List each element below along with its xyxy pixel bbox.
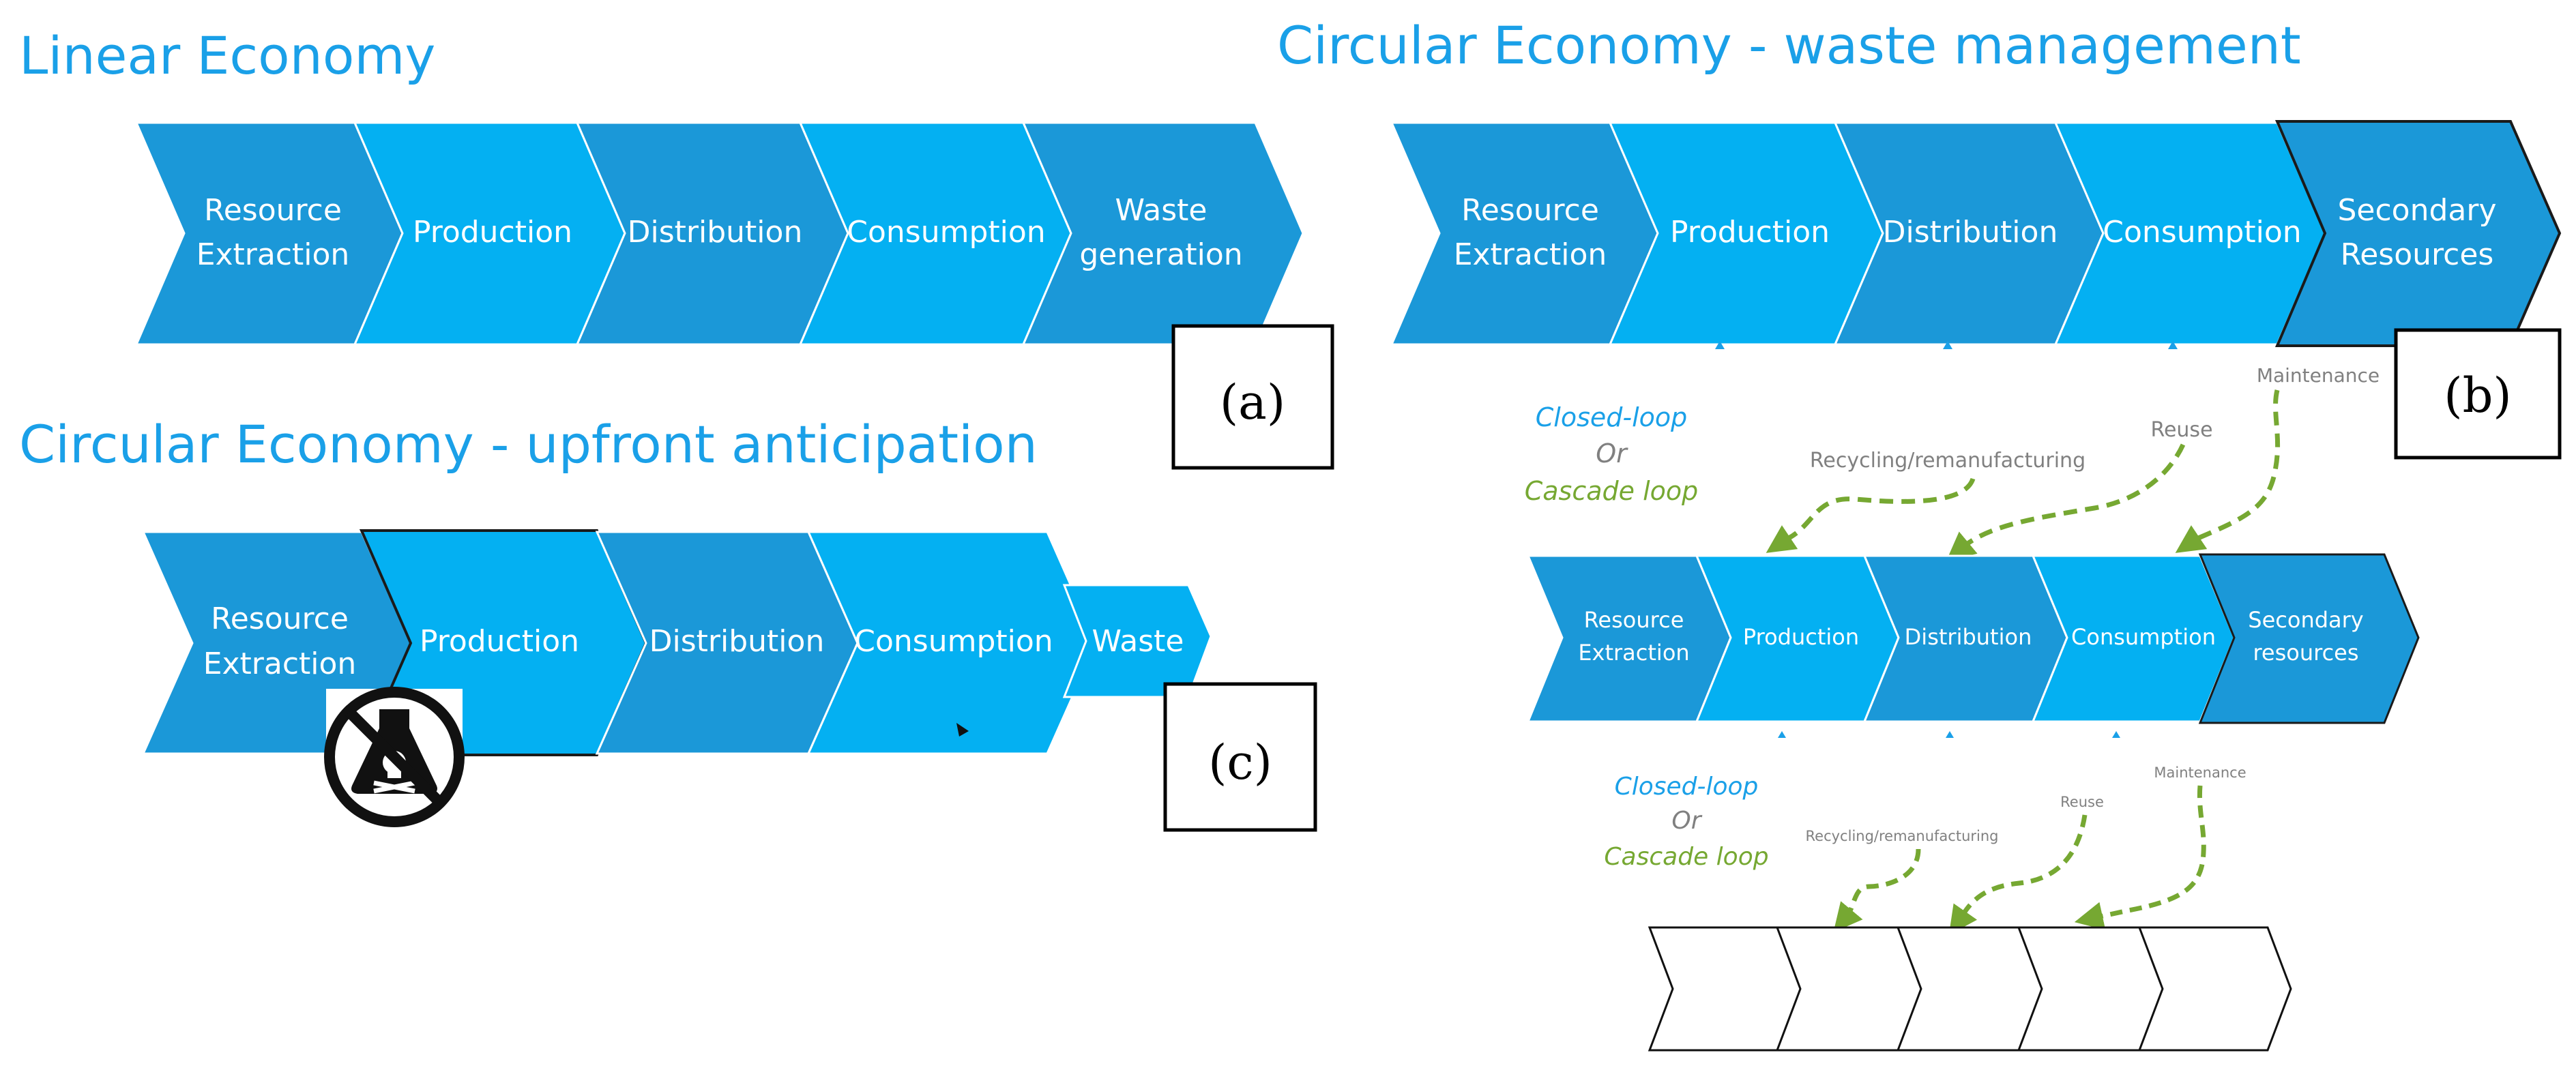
panel-b-step-5-line1: Secondary [2337,193,2496,228]
panel-b-step-resource-extraction [1390,121,1659,346]
panel-b-chain-top: Resource Extraction Production Distribut… [1390,120,2562,347]
panel-b-label-box [2394,328,2562,460]
panel-c-chain: Resource Extraction Production Distribut… [141,529,1212,756]
panel-b-mid-arrow-maintenance [2074,785,2206,930]
no-toxic-chemicals-icon [324,687,465,827]
panel-a-step-5-line1: Waste [1115,193,1208,228]
panel-a-label: (a) [1220,374,1285,430]
panel-b-mid-step-1-line2: Extraction [1578,640,1689,666]
panel-a-step-5-line2: generation [1079,237,1242,272]
panel-b-step-5-line2: Resources [2341,237,2494,272]
panel-a-label-box [1171,324,1334,470]
panel-b-step-1-line2: Extraction [1454,237,1607,272]
panel-b-loop-cascade: Cascade loop [1525,476,1699,506]
panel-b-mid-step-secondary-resources [2198,553,2420,724]
panel-b-mid-loop-or: Or [1671,807,1702,835]
panel-b-mid-step-5-line2: resources [2253,640,2358,666]
panel-b-flow-maintenance: Maintenance [2257,364,2380,387]
panel-c-label-box [1163,682,1317,832]
panel-b-mid-marker-production [1778,731,1786,738]
panel-a-step-1-line1: Resource [204,193,342,228]
panel-a-step-1-line2: Extraction [196,237,350,272]
panel-c-step-2-label: Production [420,624,579,659]
panel-b-arrow-maintenance [2175,389,2281,553]
panel-b-empty-step-1 [1648,926,1804,1052]
panel-b-mid-marker-consumption [2112,731,2120,738]
panel-a: Linear Economy Resource Extraction Produ… [19,25,1334,470]
panel-b-chain-middle: Resource Extraction Production Distribut… [1526,553,2420,724]
panel-c-step-5-label: Waste [1092,624,1184,659]
panel-b-mid-step-5-line1: Secondary [2248,607,2363,633]
panel-b-mid-step-3-label: Distribution [1905,624,2032,650]
panel-b-loop-or: Or [1596,439,1628,469]
panel-b-mid-flow-maintenance: Maintenance [2154,764,2246,781]
panel-a-chain: Resource Extraction Production Distribut… [134,121,1304,346]
panel-b: Circular Economy - waste management Reso… [1277,15,2562,1052]
panel-a-step-resource-extraction [134,121,404,346]
panel-b-step-2-label: Production [1670,215,1830,250]
panel-b-mid-flow-reuse: Reuse [2060,794,2104,810]
panel-c-title: Circular Economy - upfront anticipation [19,414,1038,475]
panel-c-step-1-line2: Extraction [203,647,357,681]
panel-c-step-consumption [806,531,1098,755]
panel-b-mid-arrow-recycling [1833,848,1921,933]
panel-b-marker-distribution [1943,341,1952,349]
panel-c-label: (c) [1208,734,1272,790]
panel-b-flow-recycling: Recycling/remanufacturing [1810,449,2085,473]
panel-b-marker-production [1715,341,1725,349]
panel-c-step-3-label: Distribution [649,624,825,659]
panel-c-step-4-label: Consumption [854,624,1053,659]
panel-c-step-1-line1: Resource [211,601,349,636]
panel-b-empty-step-5 [2137,926,2292,1052]
panel-a-step-3-label: Distribution [628,215,803,250]
panel-b-mid-marker-distribution [1946,731,1954,738]
panel-b-arrow-recycling [1766,477,1976,553]
panel-b-mid-step-2-label: Production [1743,624,1859,650]
panel-b-loop-closed: Closed-loop [1536,402,1688,432]
panel-b-step-3-label: Distribution [1883,215,2058,250]
panel-b-mid-step-resource-extraction [1526,554,1732,723]
panel-b-step-1-line1: Resource [1461,193,1599,228]
panel-c: Circular Economy - upfront anticipation … [19,414,1317,832]
panel-a-title: Linear Economy [19,25,435,86]
panel-b-title: Circular Economy - waste management [1277,15,2301,76]
panel-b-mid-step-4-label: Consumption [2071,624,2216,650]
panel-b-mid-step-1-line1: Resource [1584,607,1684,633]
panel-b-step-4-label: Consumption [2103,215,2301,250]
panel-b-mid-loop-cascade: Cascade loop [1604,843,1768,871]
panel-b-arrow-reuse [1946,443,2186,561]
panel-b-mid-arrow-reuse [1948,814,2088,936]
panel-b-flow-reuse: Reuse [2150,418,2212,442]
panel-b-label: (b) [2444,368,2511,423]
panel-b-chain-empty [1648,926,2292,1052]
panel-a-step-2-label: Production [413,215,572,250]
panel-b-marker-consumption [2168,341,2178,349]
cursor-marker-icon [956,723,969,737]
panel-b-mid-loop-closed: Closed-loop [1615,773,1759,801]
panel-a-step-4-label: Consumption [847,215,1045,250]
panel-b-mid-flow-recycling: Recycling/remanufacturing [1806,828,1999,844]
